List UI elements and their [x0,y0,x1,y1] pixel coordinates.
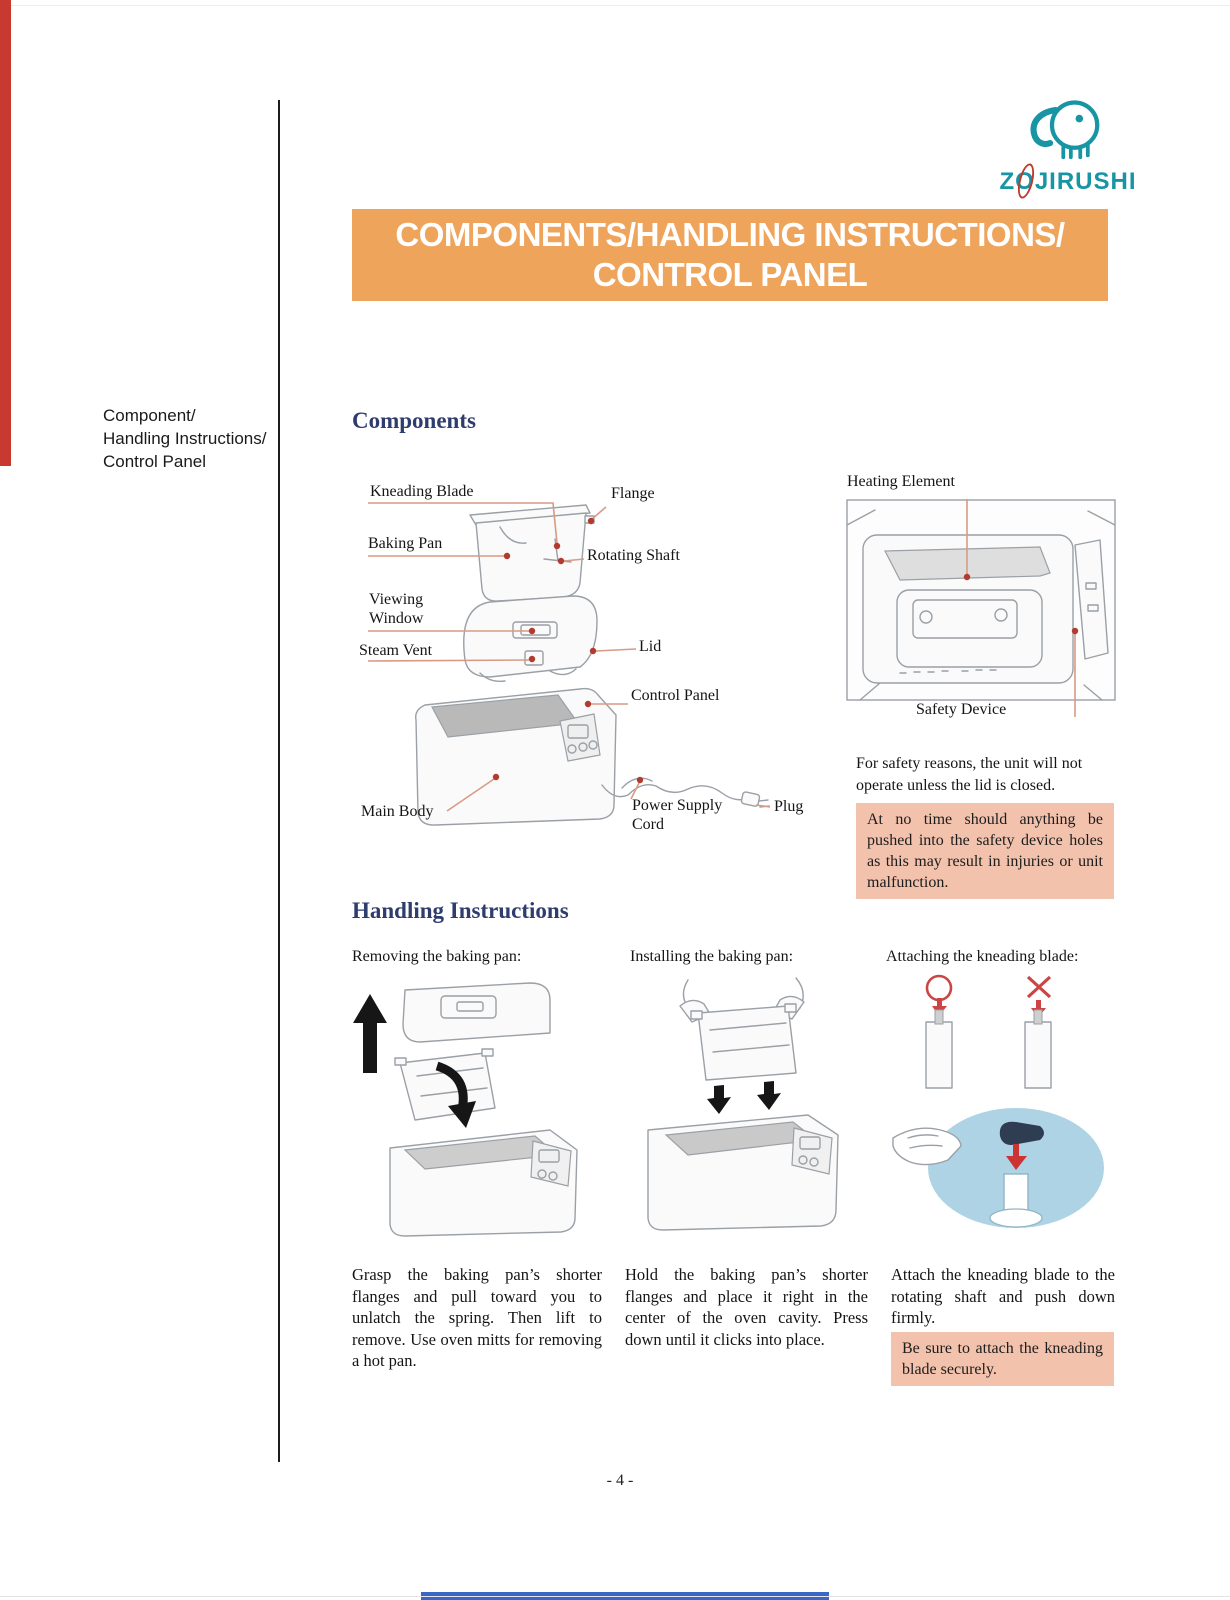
zojirushi-elephant-icon [1030,100,1100,160]
label-safety-device: Safety Device [916,701,1007,718]
page-title-line: CONTROL PANEL [592,256,868,293]
sidebar-line: Control Panel [103,452,207,471]
label-power-supply-cord: Power Supply Cord [632,797,723,833]
label-steam-vent: Steam Vent [359,642,433,659]
column-title-attaching: Attaching the kneading blade: [886,948,1079,965]
installing-pan-illustration [647,977,839,1231]
page-number: - 4 - [606,1472,634,1489]
zojirushi-logo: ZOJIRUSHI [988,95,1148,201]
sidebar-line: Handling Instructions/ [103,429,267,448]
kneading-blade-detail [999,1121,1044,1145]
attaching-warning-box: Be sure to attach the kneading blade sec… [891,1332,1114,1386]
attaching-blade-illustration [892,974,1104,1228]
removing-pan-illustration [353,982,578,1237]
brand-wordmark: ZOJIRUSHI [999,161,1136,201]
safety-warning-box: At no time should anything be pushed int… [856,803,1114,899]
attaching-instructions: Attach the kneading blade to the rotatin… [891,1265,1115,1327]
column-title-removing: Removing the baking pan: [352,948,522,965]
label-control-panel: Control Panel [631,687,720,704]
label-heating-element: Heating Element [847,473,955,490]
top-divider [0,5,1230,6]
red-down-arrow-icon [1006,1156,1027,1170]
safety-note: For safety reasons, the unit will not op… [856,755,1083,794]
label-lid: Lid [639,638,662,655]
label-baking-pan: Baking Pan [368,535,443,552]
label-plug: Plug [774,798,804,815]
removing-instructions: Grasp the baking pan’s shorter flanges a… [352,1265,602,1370]
column-title-installing: Installing the baking pan: [630,948,794,965]
bottom-divider [0,1596,1230,1597]
down-arrow-icon [707,1085,731,1114]
up-arrow-icon [353,994,387,1073]
label-kneading-blade: Kneading Blade [370,483,474,500]
components-diagram [367,499,1116,826]
correct-mark-icon [925,974,953,1002]
label-rotating-shaft: Rotating Shaft [587,547,680,564]
down-arrow-icon [757,1081,781,1110]
handling-heading: Handling Instructions [352,898,569,923]
label-flange: Flange [611,485,655,502]
label-main-body: Main Body [361,803,434,820]
label-viewing-window: Viewing Window [369,591,424,627]
page-title-line: COMPONENTS/HANDLING INSTRUCTIONS/ [395,216,1065,253]
sidebar-line: Component/ [103,406,196,425]
section-edge-tab [0,0,11,466]
page-title-banner: COMPONENTS/HANDLING INSTRUCTIONS/ CONTRO… [352,209,1108,301]
sidebar-divider-line [278,100,280,1462]
incorrect-mark-icon [1026,975,1052,999]
sidebar-section-label: Component/ Handling Instructions/ Contro… [103,404,275,473]
components-heading: Components [352,408,476,433]
installing-instructions: Hold the baking pan’s shorter flanges an… [625,1265,868,1349]
